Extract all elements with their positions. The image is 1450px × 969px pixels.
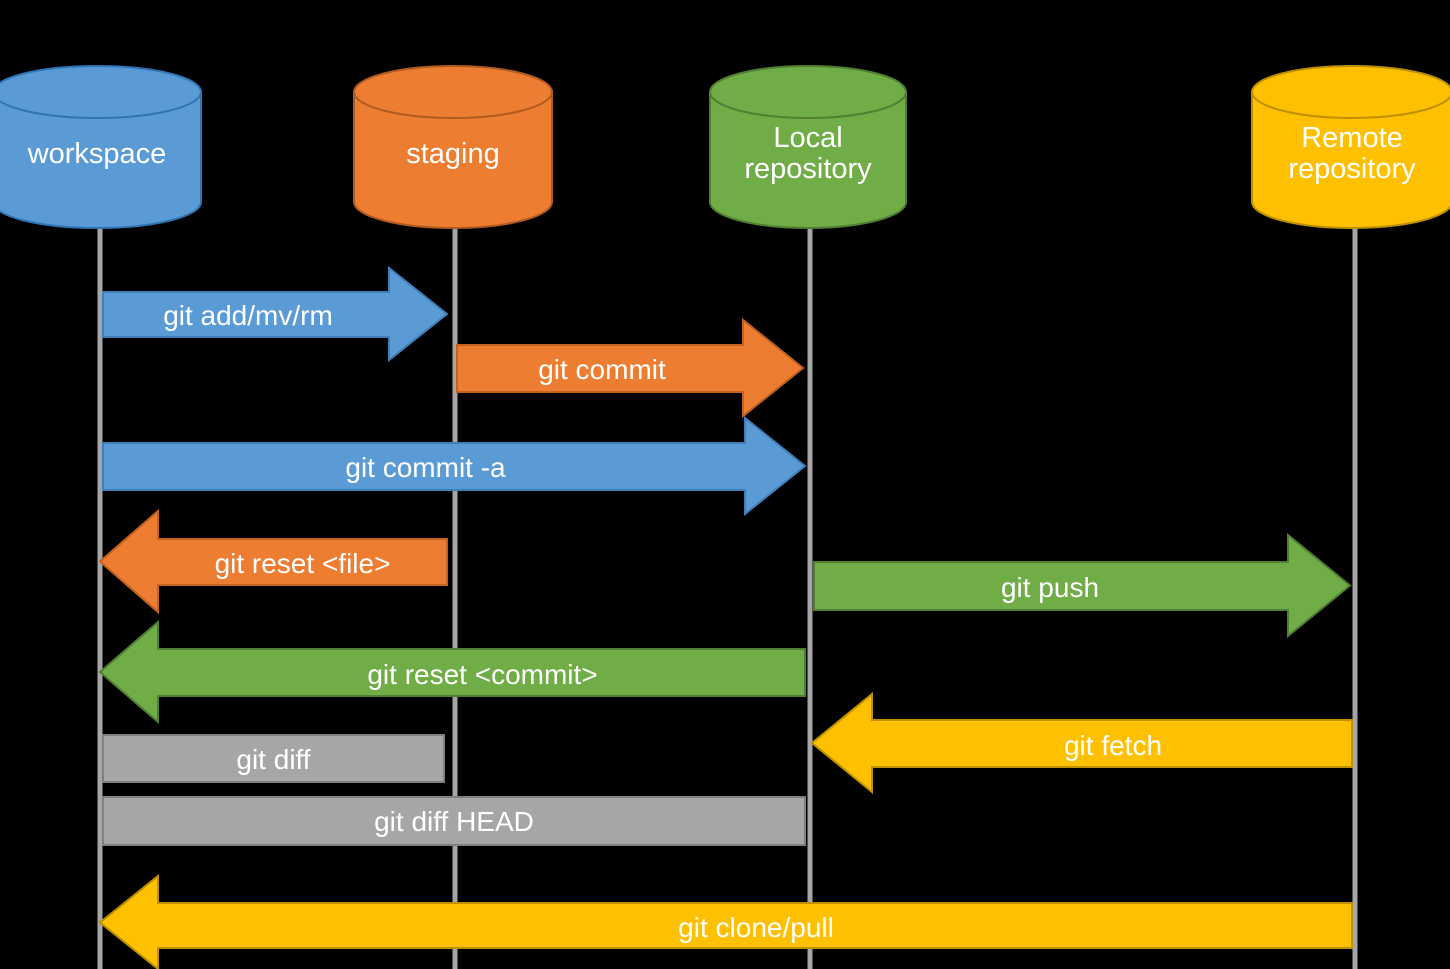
- cylinder-top: [1251, 65, 1450, 119]
- lifeline-workspace: [97, 198, 103, 969]
- arrow-git-fetch[interactable]: [810, 691, 1353, 795]
- node-workspace[interactable]: [0, 65, 202, 229]
- arrow-git-add[interactable]: [102, 265, 449, 363]
- lifeline-staging: [452, 198, 458, 969]
- bar-git-diff-head[interactable]: [102, 796, 806, 846]
- node-local-repository[interactable]: [709, 65, 907, 229]
- lifeline-local-repository: [807, 198, 813, 969]
- cylinder-top: [353, 65, 553, 119]
- cylinder-top: [0, 65, 202, 119]
- arrow-git-commit-a[interactable]: [102, 415, 807, 517]
- lifeline-remote-repository: [1352, 198, 1358, 969]
- arrow-git-reset-file[interactable]: [98, 508, 448, 615]
- arrow-git-commit[interactable]: [456, 317, 805, 419]
- cylinder-body: [0, 91, 202, 229]
- node-remote-repository[interactable]: [1251, 65, 1450, 229]
- arrow-git-push[interactable]: [813, 532, 1352, 639]
- arrow-git-clone-pull[interactable]: [98, 873, 1353, 969]
- cylinder-top: [709, 65, 907, 119]
- cylinder-body: [353, 91, 553, 229]
- arrow-git-reset-commit[interactable]: [98, 619, 806, 725]
- cylinder-body: [1251, 91, 1450, 229]
- node-staging[interactable]: [353, 65, 553, 229]
- cylinder-body: [709, 91, 907, 229]
- bar-git-diff[interactable]: [102, 734, 445, 783]
